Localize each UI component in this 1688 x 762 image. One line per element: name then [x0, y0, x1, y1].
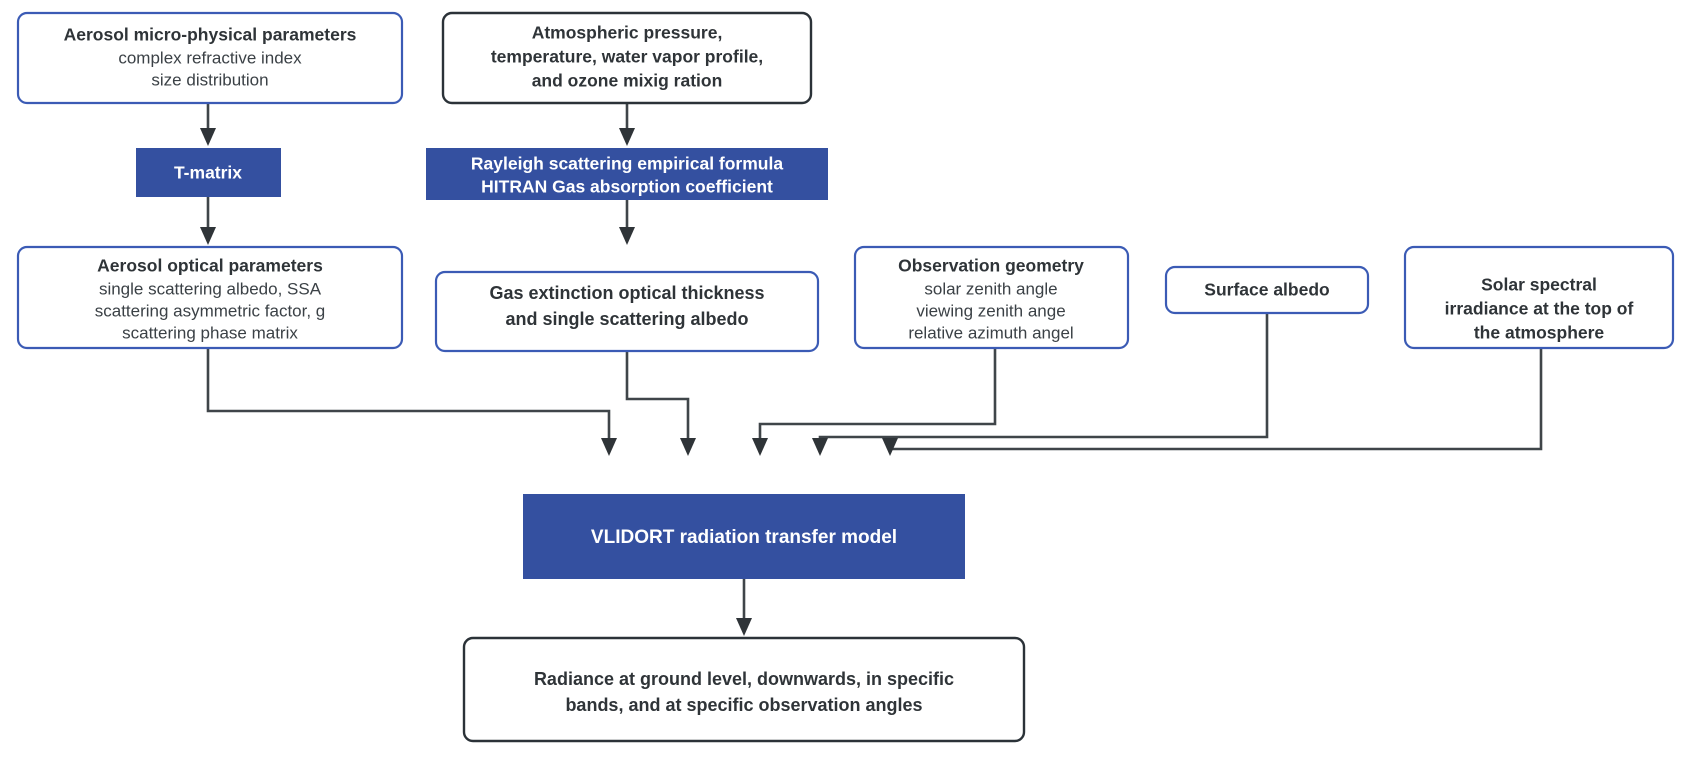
node-surface-albedo[interactable]: Surface albedo	[1164, 265, 1370, 315]
node-line-1: Solar spectral	[1481, 275, 1597, 295]
node-title: Aerosol optical parameters	[97, 256, 323, 276]
arrowhead-radiance-in	[736, 618, 752, 636]
node-line-1: Rayleigh scattering empirical formula	[471, 154, 783, 174]
node-box	[434, 270, 820, 353]
edge-aerosol-optical-to-vlidort	[206, 348, 611, 443]
node-box	[462, 636, 1026, 743]
node-box	[16, 245, 404, 350]
node-title: VLIDORT radiation transfer model	[591, 527, 897, 548]
edge-gas-extinction-to-vlidort	[625, 325, 690, 443]
node-line-2: bands, and at specific observation angle…	[565, 695, 922, 715]
arrowhead-rayleigh-in	[619, 128, 635, 146]
node-box	[853, 245, 1130, 350]
node-line-1: Atmospheric pressure,	[532, 23, 723, 43]
node-radiance-output[interactable]: Radiance at ground level, downwards, in …	[462, 636, 1026, 743]
node-title: T-matrix	[174, 163, 242, 183]
node-box	[1164, 265, 1370, 315]
node-solar-spectral-irradiance[interactable]: Solar spectral irradiance at the top of …	[1403, 245, 1675, 350]
arrowhead-gas-extinction-in	[619, 227, 635, 245]
node-box	[1403, 245, 1675, 350]
node-atmospheric-profile[interactable]: Atmospheric pressure, temperature, water…	[441, 11, 813, 105]
node-line-3: and ozone mixig ration	[532, 71, 723, 91]
arrowhead-vlidort-in-5	[882, 438, 898, 456]
node-line-1: single scattering albedo, SSA	[99, 279, 322, 298]
arrowhead-vlidort-in-3	[752, 438, 768, 456]
node-box	[523, 494, 965, 579]
node-rayleigh-hitran[interactable]: Rayleigh scattering empirical formula HI…	[426, 148, 828, 200]
node-title: Aerosol micro-physical parameters	[64, 25, 357, 45]
arrowhead-vlidort-in-1	[601, 438, 617, 456]
arrowhead-vlidort-in-2	[680, 438, 696, 456]
node-title: Observation geometry	[898, 256, 1084, 276]
node-line-2: HITRAN Gas absorption coefficient	[481, 177, 773, 197]
node-line-2: and single scattering albedo	[505, 309, 748, 329]
node-line-3: the atmosphere	[1474, 323, 1605, 343]
node-line-2: scattering asymmetric factor, g	[95, 301, 326, 320]
node-box	[16, 11, 404, 105]
node-box	[441, 11, 813, 105]
node-line-3: relative azimuth angel	[908, 323, 1073, 342]
node-aerosol-micro-physical-parameters[interactable]: Aerosol micro-physical parameters comple…	[16, 11, 404, 105]
node-line-1: Radiance at ground level, downwards, in …	[534, 669, 954, 689]
node-line-1: solar zenith angle	[924, 279, 1057, 298]
node-line-2: irradiance at the top of	[1445, 299, 1634, 319]
connector-layer	[200, 103, 1543, 636]
node-box	[426, 148, 828, 200]
node-t-matrix[interactable]: T-matrix	[136, 148, 281, 197]
arrowhead-vlidort-in-4	[812, 438, 828, 456]
node-line-3: scattering phase matrix	[122, 323, 298, 342]
node-line-1: Gas extinction optical thickness	[489, 283, 764, 303]
node-line-2: temperature, water vapor profile,	[491, 47, 763, 67]
node-gas-extinction[interactable]: Gas extinction optical thickness and sin…	[434, 270, 820, 353]
arrowhead-aerosol-optical-in	[200, 227, 216, 245]
edge-solar-irradiance-to-vlidort	[888, 348, 1543, 451]
node-line-1: complex refractive index	[118, 48, 302, 67]
node-line-2: size distribution	[151, 70, 268, 89]
node-title: Surface albedo	[1204, 280, 1329, 300]
node-box	[136, 148, 281, 197]
edge-observation-geometry-to-vlidort	[758, 348, 997, 443]
node-observation-geometry[interactable]: Observation geometry solar zenith angle …	[853, 245, 1130, 350]
node-aerosol-optical-parameters[interactable]: Aerosol optical parameters single scatte…	[16, 245, 404, 350]
arrowhead-t-matrix-in	[200, 128, 216, 146]
node-line-2: viewing zenith ange	[916, 301, 1065, 320]
node-vlidort-radiation-transfer-model[interactable]: VLIDORT radiation transfer model	[523, 494, 965, 579]
